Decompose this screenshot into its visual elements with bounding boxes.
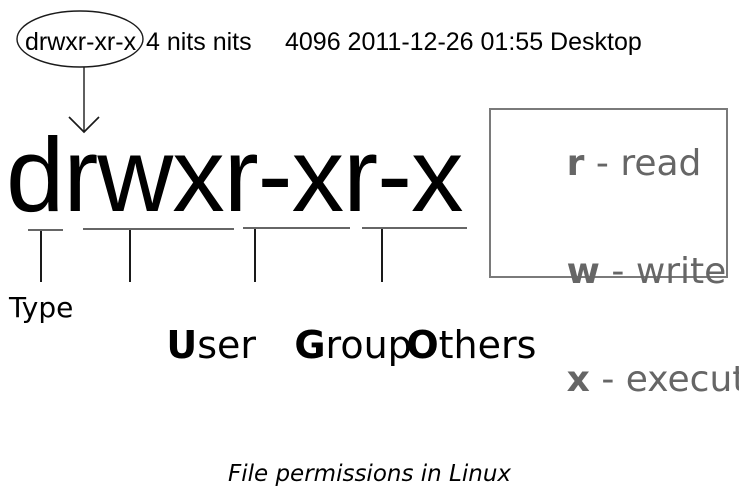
bracket-others-tick bbox=[381, 229, 383, 282]
label-group-rest: roup bbox=[325, 323, 412, 367]
bracket-user bbox=[83, 228, 234, 282]
legend-item-execute: x - execute bbox=[498, 326, 739, 434]
legend-item-write: w - write bbox=[498, 218, 727, 326]
label-group: Group bbox=[246, 288, 412, 402]
legend-symbol-w: w bbox=[566, 251, 600, 292]
label-others: Others bbox=[358, 288, 536, 402]
permission-string-large: drwxr-xr-x bbox=[6, 117, 464, 234]
listing-permissions: drwxr-xr-x bbox=[25, 28, 137, 56]
label-others-initial: O bbox=[406, 323, 439, 367]
legend-meaning-write: - write bbox=[599, 251, 727, 292]
label-others-rest: thers bbox=[438, 323, 537, 367]
listing-links-owner-group: 4 nits nits bbox=[146, 28, 252, 56]
legend-symbol-x: x bbox=[566, 359, 590, 400]
label-user-initial: U bbox=[166, 323, 198, 367]
label-type: Type bbox=[9, 291, 74, 324]
bracket-others bbox=[362, 227, 467, 282]
legend-meaning-execute: - execute bbox=[601, 359, 739, 400]
legend-symbol-r: r bbox=[566, 143, 585, 184]
legend-item-read: r - read bbox=[498, 110, 726, 218]
listing-size-date-name: 4096 2011-12-26 01:55 Desktop bbox=[285, 28, 642, 56]
bracket-group bbox=[243, 227, 350, 282]
label-user: User bbox=[118, 288, 256, 402]
bracket-user-tick bbox=[129, 230, 131, 282]
bracket-type bbox=[28, 229, 63, 282]
label-group-initial: G bbox=[294, 323, 326, 367]
legend-box: r - read w - write x - execute bbox=[489, 108, 739, 398]
legend-meaning-read: - read bbox=[584, 143, 702, 184]
image-caption: File permissions in Linux bbox=[227, 461, 512, 487]
bracket-group-tick bbox=[254, 229, 256, 282]
bracket-type-tick bbox=[40, 231, 42, 282]
label-user-rest: ser bbox=[197, 323, 256, 367]
